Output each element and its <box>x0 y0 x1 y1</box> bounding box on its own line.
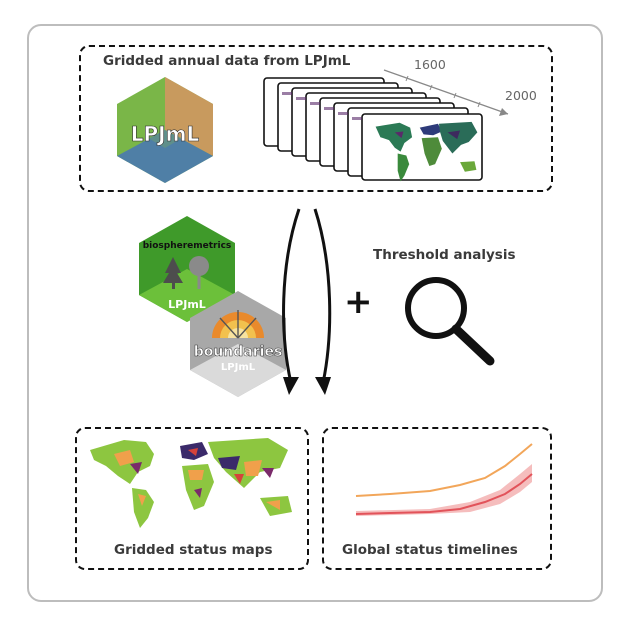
status-timelines-panel <box>322 427 552 570</box>
lpjml-logo-text: LPJmL <box>131 122 200 146</box>
biosphere-logo-top-text: biospheremetrics <box>143 241 232 251</box>
year-end-label: 2000 <box>505 88 537 103</box>
flow-arrows <box>282 208 332 395</box>
orange-timeline <box>355 443 533 497</box>
status-timeline-chart <box>355 443 533 516</box>
top-panel-title: Gridded annual data from LPJmL <box>103 53 351 69</box>
plus-sign: + <box>344 282 373 322</box>
annual-map-stack <box>263 77 483 182</box>
red-uncertainty-band <box>356 464 532 516</box>
top-panel <box>79 45 553 192</box>
boundaries-logo: boundaries LPJmL <box>190 291 286 397</box>
boundaries-logo-bottom-text: LPJmL <box>221 362 256 373</box>
biospheremetrics-logo: biospheremetrics LPJmL <box>139 216 235 322</box>
red-timeline <box>355 473 533 515</box>
status-maps-panel <box>75 427 309 570</box>
boundaries-logo-top-text: boundaries <box>194 344 283 360</box>
front-card-map <box>375 121 478 182</box>
status-world-map <box>90 438 292 528</box>
gauge-icon <box>212 310 264 339</box>
year-axis <box>383 69 509 116</box>
status-maps-caption: Gridded status maps <box>114 542 273 558</box>
tree-icon <box>163 257 183 283</box>
lpjml-logo: LPJmL <box>117 77 213 183</box>
round-tree-icon <box>189 256 209 276</box>
year-start-label: 1600 <box>414 57 446 72</box>
threshold-label: Threshold analysis <box>373 247 516 263</box>
magnifier-icon <box>405 277 495 366</box>
status-timelines-caption: Global status timelines <box>342 542 518 558</box>
biosphere-logo-bottom-text: LPJmL <box>168 298 206 311</box>
